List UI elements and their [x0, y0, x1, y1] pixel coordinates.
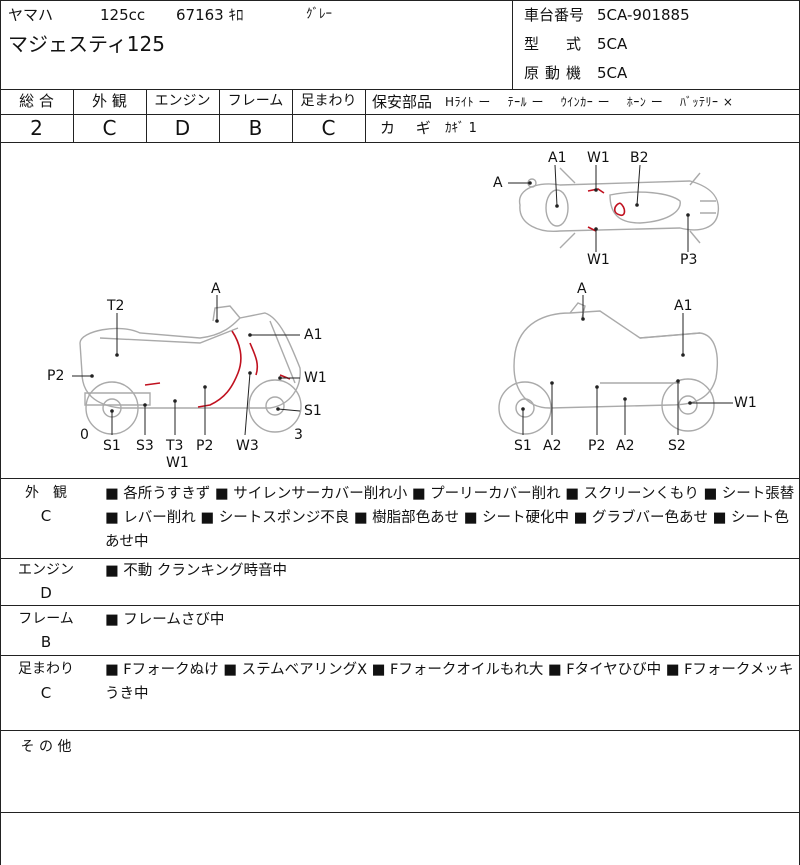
label-left-T3: T3 — [166, 438, 184, 454]
label-top-B2: B2 — [630, 150, 649, 166]
frame-no-label: 車台番号 — [524, 6, 585, 24]
label-top-A: A — [493, 175, 503, 191]
detail-engine-grade: D — [40, 584, 52, 602]
label-left-W1: W1 — [304, 370, 327, 386]
label-right-A: A — [577, 281, 587, 297]
label-left-P2-bottom: P2 — [196, 438, 214, 454]
detail-exterior-label: 外 観 — [25, 485, 67, 501]
label-top-W1-bottom: W1 — [587, 252, 610, 268]
label-left-S1-right: S1 — [304, 403, 322, 419]
model-name: マジェスティ125 — [8, 32, 165, 56]
safety-items: Hﾗｲﾄ ー ﾃｰﾙ ー ｳｲﾝｶｰ ー ﾎｰﾝ ー ﾊﾞｯﾃﾘｰ × — [445, 95, 734, 109]
label-right-A2: A2 — [543, 438, 562, 454]
frame-grade: B — [248, 116, 263, 140]
label-top-P3: P3 — [680, 252, 698, 268]
detail-other-label: そ の 他 — [20, 739, 72, 755]
label-left-W3: W3 — [236, 438, 259, 454]
engine-model-label: 原動機 — [524, 64, 588, 82]
label-right-A1: A1 — [674, 298, 693, 314]
label-left-T2: T2 — [107, 298, 125, 314]
type-value: 5CA — [597, 35, 628, 53]
label-right-S2: S2 — [668, 438, 686, 454]
detail-suspension-label: 足まわり — [18, 661, 74, 677]
key-value: ｶｷﾞ 1 — [445, 121, 477, 136]
label-left-A1: A1 — [304, 327, 323, 343]
label-left-W1-under: W1 — [166, 455, 189, 471]
engine-grade: D — [174, 116, 191, 140]
label-left-S1: S1 — [103, 438, 121, 454]
color: ｸﾞﾚｰ — [306, 7, 332, 22]
label-left-S3: S3 — [136, 438, 154, 454]
label-left-P2: P2 — [47, 368, 65, 384]
label-left-three: 3 — [294, 427, 303, 443]
label-right-W1: W1 — [734, 395, 757, 411]
exterior-grade: C — [102, 116, 117, 140]
mileage: 67163 ｷﾛ — [176, 6, 244, 24]
maker: ヤマハ — [8, 6, 54, 24]
detail-exterior-text: ■ 各所うすきず ■ サイレンサーカバー削れ小 ■ プーリーカバー削れ ■ スク… — [105, 486, 795, 550]
key-label: カ ギ — [380, 119, 439, 137]
engine-label: エンジン — [154, 93, 211, 109]
frame-no: 5CA-901885 — [597, 6, 690, 24]
label-top-W1: W1 — [587, 150, 610, 166]
label-right-A2-second: A2 — [616, 438, 635, 454]
detail-engine-text: ■ 不動 クランキング時音中 — [105, 563, 287, 579]
label-top-A1: A1 — [548, 150, 567, 166]
suspension-label: 足まわり — [300, 93, 357, 109]
label-right-P2: P2 — [588, 438, 606, 454]
detail-frame-label: フレーム — [18, 611, 74, 627]
motorcycle-diagram — [72, 164, 733, 436]
label-left-A: A — [211, 281, 221, 297]
exterior-label: 外 観 — [92, 92, 127, 110]
label-left-zero: 0 — [80, 427, 89, 443]
detail-suspension-grade: C — [40, 684, 52, 702]
type-label: 型 式 — [524, 35, 588, 53]
detail-engine-label: エンジン — [18, 562, 74, 578]
label-right-S1: S1 — [514, 438, 532, 454]
detail-exterior-grade: C — [40, 507, 52, 525]
suspension-grade: C — [321, 116, 336, 140]
safety-label: 保安部品 — [372, 93, 433, 111]
overall-grade: 2 — [30, 116, 43, 140]
displacement: 125cc — [100, 6, 146, 24]
frame-label: フレーム — [227, 93, 284, 109]
engine-model-value: 5CA — [597, 64, 628, 82]
detail-frame-text: ■ フレームさび中 — [105, 612, 225, 628]
detail-suspension-text: ■ Fフォークぬけ ■ ステムベアリングX ■ Fフォークオイルもれ大 ■ Fタ… — [105, 662, 794, 702]
overall-label: 総 合 — [19, 92, 54, 110]
detail-frame-grade: B — [40, 633, 52, 651]
